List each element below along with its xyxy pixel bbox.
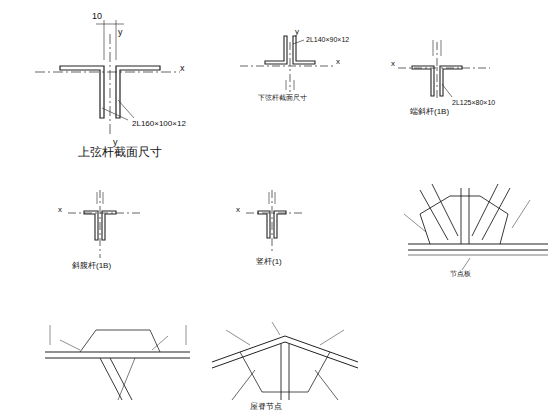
drawing-label: x: [180, 64, 185, 73]
drawing-label: 上弦杆截面尺寸: [78, 146, 162, 158]
drawing-label: 2L160×100×12: [132, 120, 186, 128]
drawing-label: 下弦杆截面尺寸: [258, 94, 307, 101]
drawing-label: 2L140×90×12: [306, 36, 349, 43]
drawing-label: 10: [92, 12, 102, 21]
drawing-label: y: [295, 28, 299, 36]
top-chord-section: [35, 20, 180, 136]
drawing-label: 屋脊节点: [250, 403, 282, 411]
drawing-label: x: [236, 206, 240, 214]
drawing-label: 斜腹杆(1B): [72, 262, 111, 270]
ridge-joint-detail: [212, 322, 358, 400]
support-joint-detail: [45, 325, 190, 400]
bottom-chord-section: [240, 36, 334, 92]
web-diagonal-section: [68, 190, 140, 258]
drawing-label: x: [58, 206, 62, 214]
drawing-label: x: [391, 60, 395, 68]
drawing-label: 节点板: [450, 270, 471, 277]
vertical-member-section: [246, 190, 305, 252]
drawing-label: 竖杆(1): [256, 258, 282, 266]
drawing-label: x: [336, 58, 340, 66]
drawing-label: 2L125×80×10: [452, 99, 495, 106]
chord-joint-detail: [404, 184, 548, 270]
drawing-label: 端斜杆(1B): [410, 108, 449, 116]
end-diagonal-section: [398, 40, 490, 100]
drawing-label: y: [118, 28, 123, 37]
